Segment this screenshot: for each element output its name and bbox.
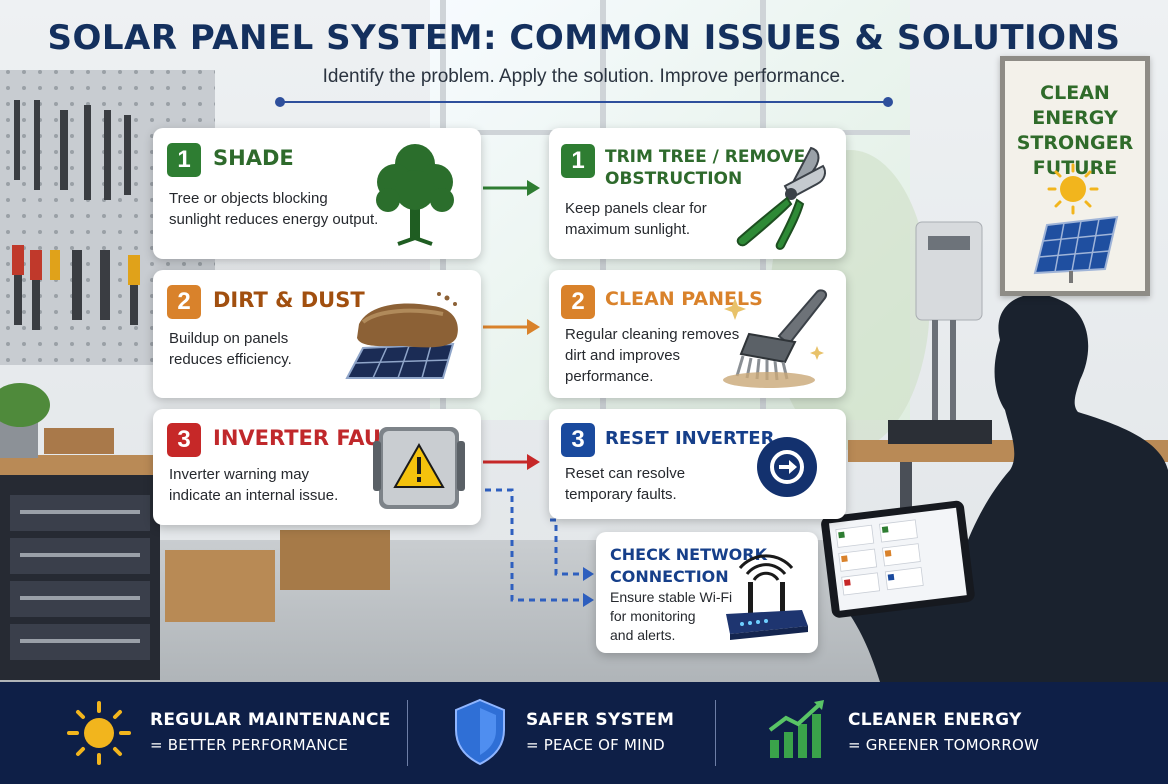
benefit-heading: SAFER SYSTEM	[526, 710, 675, 730]
solution-number-badge: 2	[561, 285, 595, 319]
banner-divider	[407, 700, 408, 766]
benefit-heading: CLEANER ENERGY	[848, 710, 1022, 730]
problem-title: DIRT & DUST	[213, 288, 365, 312]
cleaning-brush-icon	[723, 289, 827, 388]
sun-icon	[67, 701, 131, 765]
solution-number-badge: 3	[561, 423, 595, 457]
benefit-clean-energy: CLEANER ENERGY = GREENER TOMORROW	[716, 682, 1168, 784]
solution-number-badge: 1	[561, 144, 595, 178]
solution-card-reset-inverter: 3 RESET INVERTER Reset can resolve tempo…	[549, 409, 846, 519]
solution-card-trim-tree: 1 TRIM TREE / REMOVE OBSTRUCTION Keep pa…	[549, 128, 846, 259]
growth-chart-icon	[768, 700, 824, 758]
poster-solar-panel-icon	[1033, 163, 1119, 283]
problem-card-inverter: 3 INVERTER FAULT Inverter warning may in…	[153, 409, 481, 525]
network-check-card: CHECK NETWORK CONNECTION Ensure stable W…	[596, 532, 818, 653]
problem-description: Tree or objects blocking sunlight reduce…	[169, 190, 379, 228]
dirty-panel-icon	[345, 292, 458, 379]
benefit-subtext: = PEACE OF MIND	[526, 736, 665, 754]
solution-description: Keep panels clear for maximum sunlight.	[565, 200, 707, 238]
inverter-warning-icon	[373, 427, 465, 509]
page-subtitle: Identify the problem. Apply the solution…	[322, 66, 846, 87]
header-divider	[275, 97, 893, 107]
network-title: CHECK NETWORK CONNECTION	[610, 545, 767, 586]
benefits-banner: REGULAR MAINTENANCE = BETTER PERFORMANCE…	[0, 682, 1168, 784]
poster-slogan: CLEAN ENERGY STRONGER FUTURE	[1016, 82, 1134, 179]
solution-description: Regular cleaning removes dirt and improv…	[565, 326, 740, 385]
problem-description: Buildup on panels reduces efficiency.	[169, 330, 292, 368]
benefit-subtext: = GREENER TOMORROW	[848, 736, 1040, 754]
benefit-safety: SAFER SYSTEM = PEACE OF MIND	[408, 682, 716, 784]
benefit-subtext: = BETTER PERFORMANCE	[150, 736, 349, 754]
network-description: Ensure stable Wi-Fi for monitoring and a…	[610, 589, 733, 643]
page-title: SOLAR PANEL SYSTEM: COMMON ISSUES & SOLU…	[47, 18, 1121, 58]
wifi-router-icon	[726, 554, 808, 640]
problem-title: SHADE	[213, 146, 294, 170]
problem-number-badge: 2	[167, 285, 201, 319]
solution-description: Reset can resolve temporary faults.	[565, 465, 686, 503]
benefit-maintenance: REGULAR MAINTENANCE = BETTER PERFORMANCE	[0, 682, 400, 784]
banner-divider	[715, 700, 716, 766]
reset-arrow-icon	[757, 437, 817, 497]
solution-card-clean-panels: 2 CLEAN PANELS Regular cleaning removes …	[549, 270, 846, 398]
wall-poster: CLEAN ENERGY STRONGER FUTURE	[1000, 56, 1150, 296]
problem-number-badge: 1	[167, 143, 201, 177]
shield-icon	[455, 698, 505, 766]
problem-number-badge: 3	[167, 423, 201, 457]
benefit-heading: REGULAR MAINTENANCE	[150, 710, 391, 730]
problem-description: Inverter warning may indicate an interna…	[169, 466, 339, 504]
solution-title: TRIM TREE / REMOVE OBSTRUCTION	[605, 147, 806, 189]
tree-icon	[376, 144, 454, 246]
pruning-shears-icon	[736, 146, 826, 250]
problem-card-shade: 1 SHADE Tree or objects blocking sunligh…	[153, 128, 481, 259]
solution-title: RESET INVERTER	[605, 428, 775, 449]
problem-card-dirt: 2 DIRT & DUST Buildup on panels reduces …	[153, 270, 481, 398]
solution-title: CLEAN PANELS	[605, 288, 763, 310]
